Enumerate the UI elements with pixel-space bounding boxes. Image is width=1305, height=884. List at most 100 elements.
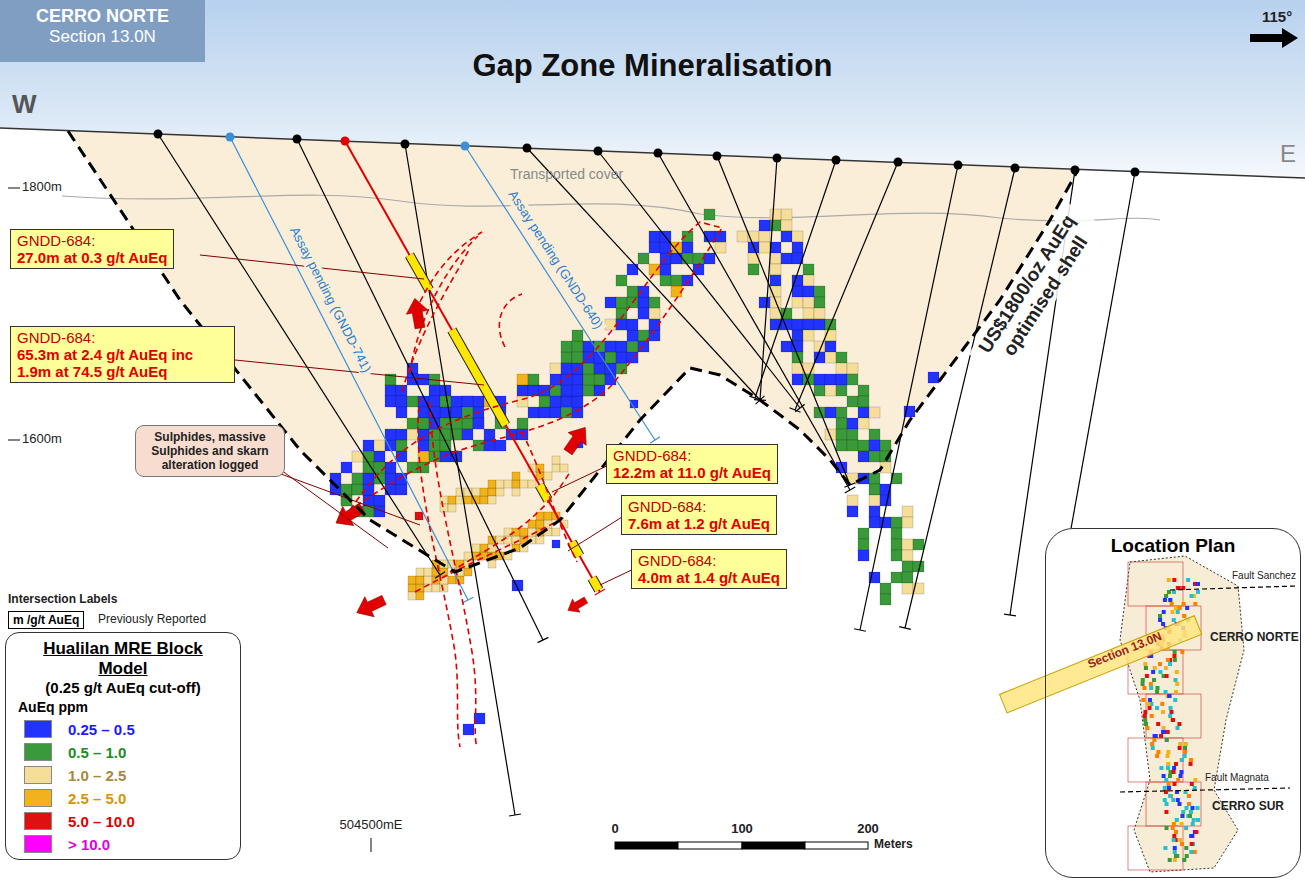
model-block bbox=[385, 385, 396, 396]
model-block bbox=[484, 440, 495, 451]
model-block bbox=[561, 385, 572, 396]
deposit-patch bbox=[1167, 694, 1171, 698]
deposit-patch bbox=[1189, 594, 1193, 598]
model-block bbox=[704, 209, 715, 220]
legend-swatch bbox=[24, 789, 52, 807]
node-text: GNDD-684: bbox=[613, 447, 771, 464]
ground-surface bbox=[0, 128, 1305, 178]
model-block bbox=[517, 418, 528, 429]
model-block bbox=[418, 407, 429, 418]
model-block bbox=[902, 517, 913, 528]
node-text: Hualilan MRE Block Model bbox=[18, 639, 228, 679]
model-block bbox=[891, 550, 902, 561]
deposit-patch bbox=[1164, 690, 1168, 694]
model-block bbox=[902, 583, 913, 594]
location-plan-map bbox=[1000, 528, 1301, 878]
model-block bbox=[649, 297, 660, 308]
fault-line bbox=[1120, 788, 1290, 792]
text-label: 504500mE bbox=[340, 818, 403, 833]
collar-dot bbox=[713, 152, 722, 161]
model-block bbox=[671, 253, 682, 264]
node-text: 4.0m at 1.4 g/t AuEq bbox=[638, 569, 780, 586]
model-block bbox=[462, 418, 473, 429]
deposit-patch bbox=[1176, 778, 1180, 782]
deposit-patch bbox=[1180, 822, 1184, 826]
deposit-patch bbox=[1189, 762, 1193, 766]
legend-row: 1.0 – 2.5 bbox=[24, 766, 228, 784]
model-block bbox=[374, 462, 385, 473]
model-block bbox=[759, 297, 770, 308]
model-block bbox=[825, 352, 836, 363]
model-block bbox=[825, 385, 836, 396]
intersection-outline bbox=[409, 255, 429, 290]
model-block bbox=[836, 363, 847, 374]
deposit-patch bbox=[1161, 622, 1165, 626]
deposit-patch bbox=[1146, 702, 1150, 706]
model-block bbox=[561, 385, 572, 396]
model-block bbox=[462, 396, 473, 407]
deposit-patch bbox=[1158, 670, 1162, 674]
model-block bbox=[715, 231, 726, 242]
project-outline bbox=[1120, 556, 1244, 872]
model-block bbox=[451, 396, 462, 407]
model-block bbox=[561, 363, 572, 374]
deposit-patch bbox=[1168, 662, 1172, 666]
model-block bbox=[432, 584, 440, 592]
model-block bbox=[880, 583, 891, 594]
node-text: 27.0m at 0.3 g/t AuEq bbox=[17, 249, 167, 266]
model-block bbox=[552, 456, 560, 464]
legend-swatch bbox=[24, 720, 52, 738]
deposit-patch bbox=[1180, 814, 1184, 818]
legend-swatch bbox=[24, 766, 52, 784]
model-block bbox=[770, 275, 781, 286]
model-block bbox=[583, 374, 594, 385]
model-block bbox=[407, 462, 418, 473]
interpretation-line bbox=[415, 517, 565, 592]
model-block bbox=[869, 473, 880, 484]
deposit-patch bbox=[1170, 602, 1174, 606]
model-block bbox=[858, 407, 869, 418]
deposit-patch bbox=[1190, 782, 1194, 786]
deposit-patch bbox=[1171, 826, 1175, 830]
deposit-patch bbox=[1171, 798, 1175, 802]
model-block bbox=[847, 429, 858, 440]
model-block bbox=[352, 473, 363, 484]
model-block bbox=[520, 480, 528, 488]
model-block bbox=[847, 506, 858, 517]
model-block bbox=[836, 429, 847, 440]
vector-arrow bbox=[559, 421, 594, 458]
model-block bbox=[374, 462, 385, 473]
model-block bbox=[660, 242, 671, 253]
deposit-patch bbox=[1176, 610, 1180, 614]
model-block bbox=[869, 495, 880, 506]
deposit-patch bbox=[1180, 650, 1184, 654]
deposit-patch bbox=[1145, 674, 1149, 678]
deposit-patch bbox=[1175, 818, 1179, 822]
model-block bbox=[847, 374, 858, 385]
model-block bbox=[429, 429, 440, 440]
model-block bbox=[803, 330, 814, 341]
deposit-patch bbox=[1190, 806, 1194, 810]
model-block bbox=[814, 297, 825, 308]
model-block bbox=[561, 352, 572, 363]
model-block bbox=[496, 488, 504, 496]
model-block bbox=[552, 464, 560, 472]
model-block bbox=[605, 319, 616, 330]
model-block bbox=[448, 576, 456, 584]
drill-hole bbox=[654, 149, 856, 493]
model-block bbox=[649, 330, 660, 341]
deposit-patch bbox=[1151, 670, 1155, 674]
deposit-patch bbox=[1158, 618, 1162, 622]
model-block bbox=[407, 418, 418, 429]
deposit-patch bbox=[1174, 606, 1178, 610]
deposit-patch bbox=[1173, 858, 1177, 862]
model-block bbox=[605, 341, 616, 352]
model-block bbox=[869, 407, 880, 418]
model-block bbox=[847, 495, 858, 506]
legend-swatch bbox=[24, 812, 52, 830]
hole-end-tick bbox=[509, 814, 521, 816]
collar-dot bbox=[293, 135, 302, 144]
text-label: 100 bbox=[731, 822, 753, 837]
model-block bbox=[363, 473, 374, 484]
node-text: GNDD-684: bbox=[17, 329, 228, 346]
